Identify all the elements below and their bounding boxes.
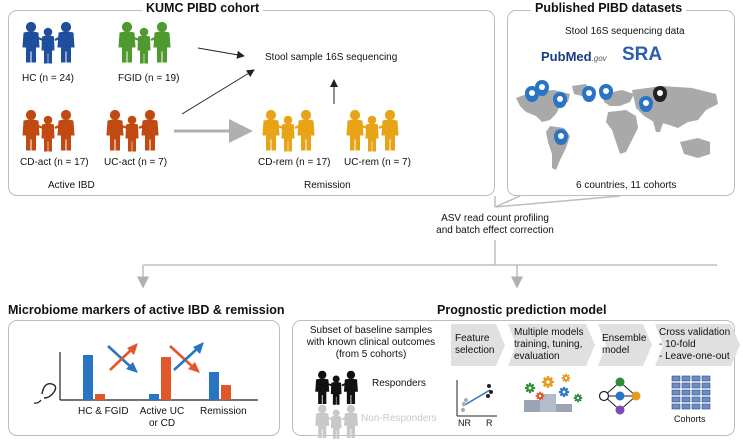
map-asia	[632, 86, 718, 128]
r-label: R	[486, 418, 493, 428]
arrow-active-to-stool	[181, 69, 255, 115]
uc-act-label: UC-act (n = 7)	[104, 157, 168, 168]
models-gears-icon	[524, 373, 583, 412]
baseline-subset-line3: (from 5 cohorts)	[335, 349, 407, 360]
processing-label: ASV read count profiling and batch effec…	[405, 213, 585, 237]
bar-active-orange	[161, 357, 171, 400]
bar-hcfgid-orange	[95, 394, 105, 400]
group-active-label: Active UC or CD	[132, 406, 192, 430]
feature-scatter-icon	[456, 380, 497, 417]
pubmed-logo-med: Med	[565, 49, 592, 64]
group-active-line1: Active UC	[139, 406, 185, 417]
cohorts-label: Cohorts	[674, 414, 706, 424]
step-multiple-models: Multiple models training, tuning, evalua…	[514, 327, 583, 363]
arrow-fgid-to-stool	[197, 47, 245, 59]
kumc-cohort-title: KUMC PIBD cohort	[142, 1, 264, 15]
ensemble-network-icon	[598, 377, 641, 415]
baseline-subset-label: Subset of baseline samples with known cl…	[296, 325, 446, 361]
step-cross-validation: Cross validation - 10-fold - Leave-one-o…	[659, 327, 730, 363]
bar-active-blue	[149, 394, 159, 400]
prognostic-model-title: Prognostic prediction model	[437, 303, 607, 317]
pubmed-logo: PubMed.gov	[541, 49, 607, 64]
step-models-line1: Multiple models	[514, 327, 584, 338]
hc-label: HC (n = 24)	[22, 73, 74, 84]
chevron-feature-selection	[451, 324, 505, 366]
step-models-line3: evaluation	[514, 351, 560, 362]
remission-label: Remission	[304, 180, 351, 191]
active-ibd-label: Active IBD	[48, 180, 95, 191]
bar-hcfgid-blue	[83, 355, 93, 400]
arrow-up-orange	[109, 348, 133, 371]
kumc-cohort-panel	[8, 10, 495, 196]
nr-label: NR	[458, 418, 471, 428]
chevron-multiple-models	[508, 324, 595, 366]
arrow-up-blue	[173, 347, 199, 371]
uc-rem-label: UC-rem (n = 7)	[344, 157, 411, 168]
countries-cohorts-label: 6 countries, 11 cohorts	[576, 180, 677, 191]
microbiome-markers-title: Microbiome markers of active IBD & remis…	[8, 303, 285, 317]
pubmed-logo-gov: .gov	[591, 54, 607, 63]
step-cv-line3: - Leave-one-out	[659, 351, 730, 362]
group-active-line2: or CD	[148, 418, 176, 429]
step-cv-line2: - 10-fold	[659, 339, 696, 350]
step-models-line2: training, tuning,	[514, 339, 583, 350]
baseline-subset-line1: Subset of baseline samples	[309, 325, 433, 336]
step-ensemble-line2: model	[602, 345, 630, 356]
bar-rem-blue	[209, 372, 219, 400]
published-subtitle: Stool 16S sequencing data	[565, 26, 685, 37]
step-feature-selection: Feature selection	[455, 333, 494, 357]
bacterium-icon	[41, 383, 57, 399]
published-datasets-title: Published PIBD datasets	[531, 1, 687, 15]
bar-rem-orange	[221, 385, 231, 400]
step-cv-line1: Cross validation	[659, 327, 731, 338]
map-australia	[680, 138, 710, 158]
processing-line2: and batch effect correction	[436, 225, 554, 236]
map-africa	[606, 110, 638, 154]
pubmed-logo-pub: Pub	[541, 49, 566, 64]
sra-logo: SRA	[622, 44, 663, 65]
cohorts-grid-icon	[671, 375, 711, 410]
microbiome-markers-panel	[8, 320, 280, 436]
map-india	[652, 118, 664, 132]
baseline-subset-line2: with known clinical outcomes	[306, 337, 436, 348]
arrow-down-orange	[169, 345, 195, 369]
responders-label: Responders	[372, 378, 426, 389]
step-feature-line1: Feature	[455, 333, 490, 344]
step-ensemble: Ensemble model	[602, 333, 646, 357]
cd-act-label: CD-act (n = 17)	[20, 157, 89, 168]
group-hcfgid-label: HC & FGID	[78, 406, 129, 417]
fgid-label: FGID (n = 19)	[118, 73, 180, 84]
processing-line1: ASV read count profiling	[441, 213, 549, 224]
chevron-cross-validation	[655, 324, 740, 366]
arrow-down-blue	[107, 345, 133, 369]
non-responders-label: Non-Responders	[361, 413, 437, 424]
step-ensemble-line1: Ensemble	[602, 333, 647, 344]
cd-rem-label: CD-rem (n = 17)	[258, 157, 331, 168]
chevron-ensemble	[598, 324, 652, 366]
stool-sequencing-label: Stool sample 16S sequencing	[265, 52, 398, 63]
step-feature-line2: selection	[455, 345, 495, 356]
group-remission-label: Remission	[200, 406, 247, 417]
